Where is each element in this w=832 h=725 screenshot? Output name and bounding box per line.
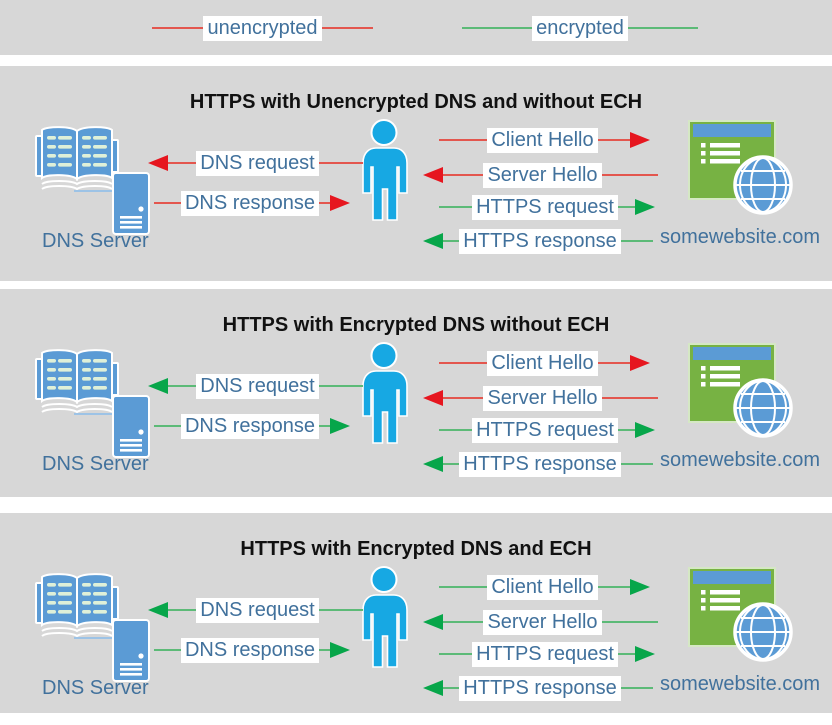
dns-server-label: DNS Server bbox=[42, 453, 149, 475]
panel-title: HTTPS with Unencrypted DNS and without E… bbox=[189, 90, 643, 113]
arrow-https-response: HTTPS response bbox=[423, 451, 655, 477]
website-label: somewebsite.com bbox=[659, 673, 821, 695]
globe-icon bbox=[733, 155, 793, 215]
arrowhead-icon bbox=[635, 646, 655, 662]
arrow-label: DNS response bbox=[180, 637, 320, 663]
arrow-label: HTTPS request bbox=[472, 641, 618, 667]
dns-server-label: DNS Server bbox=[42, 230, 149, 252]
arrow-label: HTTPS request bbox=[472, 417, 618, 443]
person-icon bbox=[362, 119, 408, 221]
arrow-label: Server Hello bbox=[483, 385, 602, 411]
arrowhead-icon bbox=[330, 195, 350, 211]
arrow-dns-request: DNS request bbox=[148, 373, 365, 399]
arrow-label: Client Hello bbox=[487, 127, 598, 153]
panel-encrypted-dns-no-ech: HTTPS with Encrypted DNS without ECH bbox=[0, 289, 832, 497]
arrowhead-icon bbox=[423, 390, 443, 406]
arrow-server-hello: Server Hello bbox=[423, 162, 660, 188]
arrow-server-hello: Server Hello bbox=[423, 609, 660, 635]
arrow-label: DNS request bbox=[196, 597, 319, 623]
arrow-client-hello: Client Hello bbox=[437, 574, 650, 600]
arrowhead-icon bbox=[148, 155, 168, 171]
dns-server-icon bbox=[112, 172, 150, 235]
dns-server-icon bbox=[112, 619, 150, 682]
arrow-label: Client Hello bbox=[487, 350, 598, 376]
panel-title: HTTPS with Encrypted DNS and ECH bbox=[240, 537, 592, 560]
arrowhead-icon bbox=[423, 680, 443, 696]
arrow-label: Server Hello bbox=[483, 609, 602, 635]
panel-unencrypted-dns-no-ech: HTTPS with Unencrypted DNS and without E… bbox=[0, 66, 832, 281]
arrowhead-icon bbox=[635, 422, 655, 438]
arrowhead-icon bbox=[148, 602, 168, 618]
legend-item-encrypted: encrypted bbox=[460, 15, 700, 41]
arrow-dns-response: DNS response bbox=[152, 190, 350, 216]
dns-book-icon bbox=[35, 573, 119, 638]
dns-connector-line bbox=[74, 413, 116, 415]
arrowhead-icon bbox=[635, 199, 655, 215]
legend-label-unencrypted: unencrypted bbox=[203, 15, 322, 41]
arrow-label: DNS request bbox=[196, 150, 319, 176]
arrow-dns-response: DNS response bbox=[152, 637, 350, 663]
arrowhead-icon bbox=[630, 132, 650, 148]
browser-window-icon bbox=[688, 343, 776, 423]
browser-window-icon bbox=[688, 567, 776, 647]
panel-encrypted-dns-and-ech: HTTPS with Encrypted DNS and ECH bbox=[0, 513, 832, 713]
arrow-https-request: HTTPS request bbox=[437, 417, 655, 443]
dns-book-icon bbox=[35, 126, 119, 191]
dns-server-icon bbox=[112, 395, 150, 458]
dns-connector-line bbox=[74, 637, 116, 639]
arrow-dns-response: DNS response bbox=[152, 413, 350, 439]
globe-icon bbox=[733, 378, 793, 438]
website-label: somewebsite.com bbox=[659, 449, 821, 471]
arrow-https-response: HTTPS response bbox=[423, 675, 655, 701]
arrow-client-hello: Client Hello bbox=[437, 350, 650, 376]
panel-title: HTTPS with Encrypted DNS without ECH bbox=[222, 313, 610, 336]
arrow-label: HTTPS response bbox=[459, 675, 621, 701]
arrow-dns-request: DNS request bbox=[148, 597, 365, 623]
arrowhead-icon bbox=[330, 642, 350, 658]
arrowhead-icon bbox=[630, 355, 650, 371]
dns-connector-line bbox=[74, 190, 116, 192]
arrow-dns-request: DNS request bbox=[148, 150, 365, 176]
arrow-label: Server Hello bbox=[483, 162, 602, 188]
dns-server-label: DNS Server bbox=[42, 677, 149, 699]
arrow-label: HTTPS request bbox=[472, 194, 618, 220]
dns-book-icon bbox=[35, 349, 119, 414]
arrow-label: HTTPS response bbox=[459, 228, 621, 254]
arrowhead-icon bbox=[630, 579, 650, 595]
arrow-https-request: HTTPS request bbox=[437, 194, 655, 220]
arrowhead-icon bbox=[330, 418, 350, 434]
arrowhead-icon bbox=[423, 614, 443, 630]
arrow-label: DNS request bbox=[196, 373, 319, 399]
arrowhead-icon bbox=[423, 167, 443, 183]
globe-icon bbox=[733, 602, 793, 662]
legend-item-unencrypted: unencrypted bbox=[150, 15, 375, 41]
legend-label-encrypted: encrypted bbox=[532, 15, 628, 41]
arrow-https-request: HTTPS request bbox=[437, 641, 655, 667]
person-icon bbox=[362, 566, 408, 668]
arrow-label: Client Hello bbox=[487, 574, 598, 600]
arrow-https-response: HTTPS response bbox=[423, 228, 655, 254]
arrowhead-icon bbox=[148, 378, 168, 394]
arrow-label: DNS response bbox=[180, 190, 320, 216]
arrow-label: DNS response bbox=[180, 413, 320, 439]
arrow-server-hello: Server Hello bbox=[423, 385, 660, 411]
legend-bar: unencrypted encrypted bbox=[0, 0, 832, 55]
person-icon bbox=[362, 342, 408, 444]
website-label: somewebsite.com bbox=[659, 226, 821, 248]
arrow-label: HTTPS response bbox=[459, 451, 621, 477]
arrowhead-icon bbox=[423, 233, 443, 249]
arrowhead-icon bbox=[423, 456, 443, 472]
arrow-client-hello: Client Hello bbox=[437, 127, 650, 153]
